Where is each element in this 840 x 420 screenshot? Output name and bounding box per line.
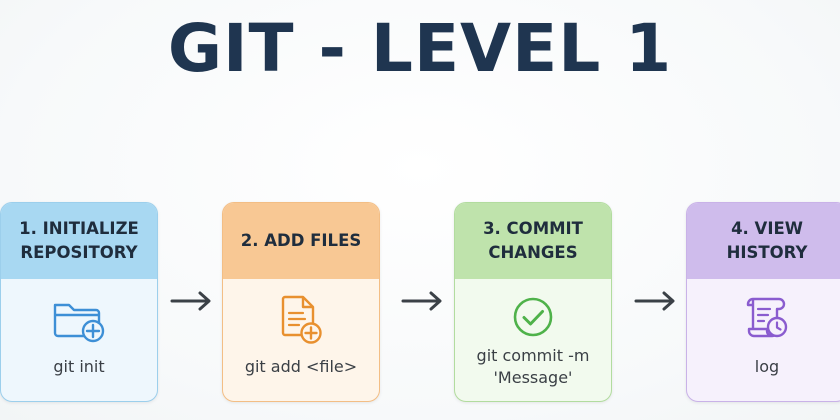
step-card-add-files: 2. ADD FILES git add <file> [222,202,380,402]
step-card-initialize: 1. INITIALIZE REPOSITORY git init [0,202,158,402]
step-card-commit: 3. COMMIT CHANGES git commit -m 'Message… [454,202,612,402]
scroll-clock-icon [746,297,788,338]
file-plus-icon [281,295,322,344]
step-card-view-history: 4. VIEW HISTORY log [686,202,840,402]
step-body: log [687,279,840,401]
step-heading: 2. ADD FILES [223,203,379,279]
step-heading: 1. INITIALIZE REPOSITORY [1,203,157,279]
step-body: git add <file> [223,279,379,401]
step-command: git commit -m 'Message' [476,346,590,387]
arrow-right-icon [634,291,675,311]
check-circle-icon [513,297,553,337]
step-command: log [754,357,780,376]
page-title: GIT - LEVEL 1 [167,10,673,87]
step-heading: 3. COMMIT CHANGES [455,203,611,279]
step-command: git add <file> [244,357,358,376]
arrow-right-icon [401,291,442,311]
step-command: git init [53,357,105,376]
step-heading: 4. VIEW HISTORY [687,203,840,279]
step-body: git init [1,279,157,401]
folder-plus-icon [53,303,105,343]
step-body: git commit -m 'Message' [455,279,611,401]
arrow-right-icon [170,291,211,311]
